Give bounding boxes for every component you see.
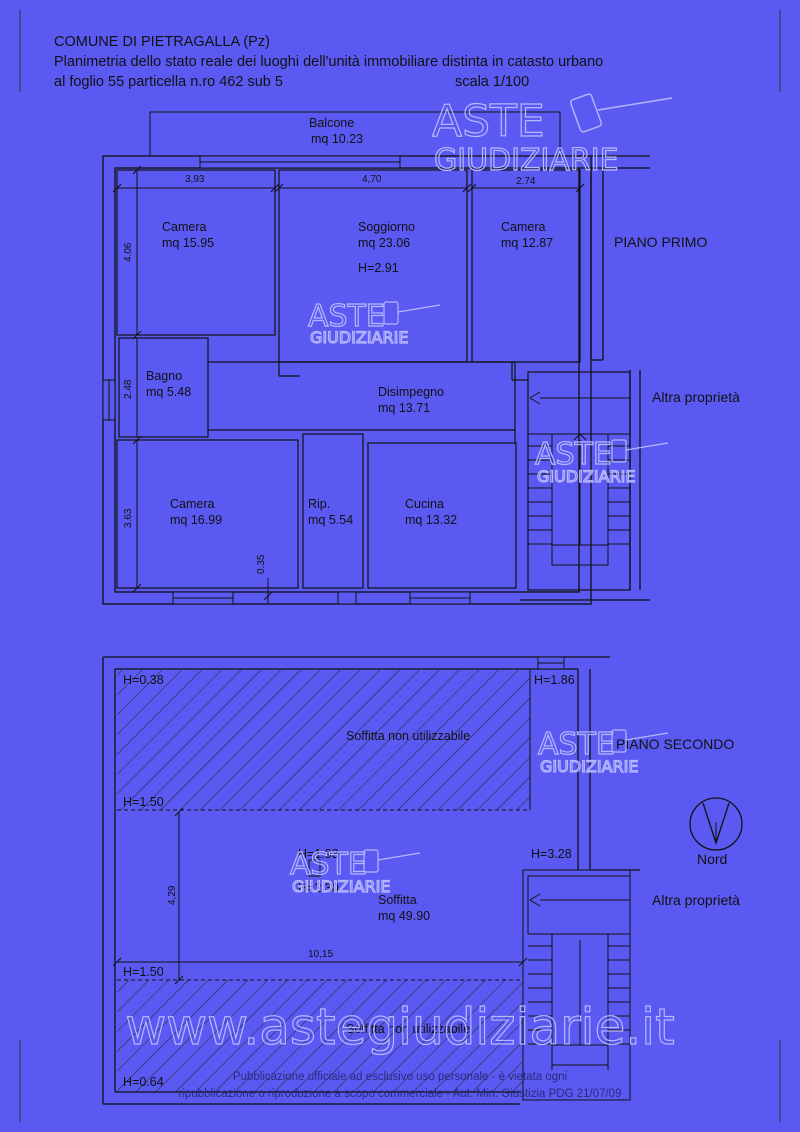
gavel-icon bbox=[611, 439, 669, 463]
room-camera-nw-area: mq 15.95 bbox=[162, 236, 214, 250]
dimension-lines bbox=[112, 165, 585, 604]
watermark-url: www.astegiudiziarie.it bbox=[125, 998, 674, 1056]
window-openings bbox=[102, 155, 471, 605]
floor-title-second: PIANO SECONDO bbox=[616, 736, 734, 752]
height-230: H=2.30 bbox=[298, 881, 339, 895]
second-floor-outer-walls bbox=[102, 656, 640, 1105]
balcony-outline bbox=[149, 111, 561, 156]
gavel-icon bbox=[363, 849, 421, 873]
room-disimpegno-name: Disimpegno bbox=[378, 385, 444, 399]
first-floor-labels: Balcone mq 10.23 Camera mq 15.95 Soggior… bbox=[146, 116, 553, 527]
header-scale: scala 1/100 bbox=[455, 74, 530, 90]
room-camera-ne-area: mq 12.87 bbox=[501, 236, 553, 250]
crop-marks bbox=[19, 10, 781, 1122]
north-label: Nord bbox=[697, 851, 727, 867]
height-150-bottom: H=1.50 bbox=[123, 965, 164, 979]
header-cadastral-ref: al foglio 55 particella n.ro 462 sub 5 bbox=[54, 74, 283, 90]
floor-title-first: PIANO PRIMO bbox=[614, 234, 707, 250]
room-disimpegno-area: mq 13.71 bbox=[378, 401, 430, 415]
attic-unusable-zone-top bbox=[117, 670, 530, 810]
room-cucina-area: mq 13.32 bbox=[405, 513, 457, 527]
room-camera-sw-name: Camera bbox=[170, 497, 215, 511]
dim-393: 3,93 bbox=[185, 174, 205, 185]
room-soggiorno-height: H=2.91 bbox=[358, 261, 399, 275]
staircase-second-floor bbox=[522, 869, 631, 1101]
height-064: H=0.64 bbox=[123, 1075, 164, 1089]
room-ripostiglio-name: Rip. bbox=[308, 497, 330, 511]
height-038: H=0.38 bbox=[123, 673, 164, 687]
north-arrow-icon bbox=[689, 797, 743, 851]
watermark-logo: ASTE GIUDIZIARIE bbox=[289, 846, 421, 897]
room-bagno-area: mq 5.48 bbox=[146, 385, 191, 399]
watermark-brand-bottom: GIUDIZIARIE bbox=[434, 143, 619, 178]
svg-text:ASTE: ASTE bbox=[535, 437, 612, 472]
watermark-logo: ASTE GIUDIZIARIE bbox=[534, 436, 669, 487]
gavel-icon bbox=[611, 729, 669, 753]
first-floor-plan: Balcone mq 10.23 Camera mq 15.95 Soggior… bbox=[102, 111, 740, 605]
svg-text:GIUDIZIARIE: GIUDIZIARIE bbox=[292, 877, 390, 896]
second-floor-dimensions: 4,29 10,15 bbox=[167, 885, 333, 960]
dim-274: 2.74 bbox=[516, 176, 536, 187]
height-186: H=1.86 bbox=[534, 673, 575, 687]
svg-text:ASTE: ASTE bbox=[538, 727, 615, 762]
second-floor-plan: H=0.38 H=1.86 Soffitta non utilizzabile … bbox=[102, 656, 743, 1105]
svg-text:ASTE: ASTE bbox=[308, 299, 385, 334]
header-municipality: COMUNE DI PIETRAGALLA (Pz) bbox=[54, 34, 270, 50]
other-property-label-first: Altra proprietà bbox=[652, 389, 740, 405]
footer-notice-line1: Pubblicazione ufficiale ad esclusivo uso… bbox=[232, 1071, 568, 1083]
second-floor-interior bbox=[112, 656, 565, 985]
watermark-brand-top: ASTE bbox=[432, 96, 545, 147]
attic-unusable-bottom: Soffitta non utilizzabile bbox=[346, 1022, 470, 1036]
first-floor-dimensions: 3,93 4,70 2.74 4.06 2.48 3.63 0.35 bbox=[123, 174, 536, 574]
balcony-name: Balcone bbox=[309, 116, 354, 130]
dim-406: 4.06 bbox=[123, 242, 134, 262]
watermark-logo: ASTE GIUDIZIARIE bbox=[537, 726, 669, 777]
attic-area: mq 49.90 bbox=[378, 909, 430, 923]
room-camera-nw-name: Camera bbox=[162, 220, 207, 234]
dim-035: 0.35 bbox=[256, 554, 267, 574]
dim-470: 4,70 bbox=[362, 174, 382, 185]
room-ripostiglio-area: mq 5.54 bbox=[308, 513, 353, 527]
header-description: Planimetria dello stato reale dei luoghi… bbox=[54, 54, 604, 70]
dim-248: 2.48 bbox=[123, 379, 134, 399]
other-property-label-second: Altra proprietà bbox=[652, 892, 740, 908]
second-floor-labels: H=0.38 H=1.86 Soffitta non utilizzabile … bbox=[123, 673, 575, 1089]
room-cucina-name: Cucina bbox=[405, 497, 444, 511]
room-camera-ne-name: Camera bbox=[501, 220, 546, 234]
height-328: H=3.28 bbox=[531, 847, 572, 861]
dim-429: 4,29 bbox=[167, 885, 178, 905]
attic-name: Soffitta bbox=[378, 893, 417, 907]
watermark-logo: ASTE GIUDIZIARIE bbox=[307, 298, 441, 348]
room-soggiorno-name: Soggiorno bbox=[358, 220, 415, 234]
dim-1015: 10,15 bbox=[308, 949, 333, 960]
gavel-icon bbox=[569, 93, 673, 133]
attic-unusable-zone-bottom bbox=[117, 980, 523, 1092]
dim-363: 3.63 bbox=[123, 508, 134, 528]
room-bagno-name: Bagno bbox=[146, 369, 182, 383]
svg-text:GIUDIZIARIE: GIUDIZIARIE bbox=[310, 328, 408, 347]
watermark-logo: ASTE GIUDIZIARIE bbox=[431, 93, 673, 179]
svg-text:GIUDIZIARIE: GIUDIZIARIE bbox=[540, 757, 638, 776]
gavel-icon bbox=[383, 301, 441, 325]
svg-text:ASTE: ASTE bbox=[290, 847, 367, 882]
balcony-area: mq 10.23 bbox=[311, 132, 363, 146]
height-150-top: H=1.50 bbox=[123, 795, 164, 809]
height-193: H=1.93 bbox=[298, 847, 339, 861]
room-camera-sw-area: mq 16.99 bbox=[170, 513, 222, 527]
interior-walls bbox=[116, 169, 631, 591]
svg-text:GIUDIZIARIE: GIUDIZIARIE bbox=[537, 467, 635, 486]
attic-unusable-top: Soffitta non utilizzabile bbox=[346, 729, 470, 743]
footer-notice-line2: ripubblicazione o riproduzione a scopo c… bbox=[178, 1088, 622, 1100]
staircase-first-floor bbox=[527, 371, 631, 566]
room-soggiorno-area: mq 23.06 bbox=[358, 236, 410, 250]
watermark-logos: ASTE GIUDIZIARIE ASTE GIUDIZIARIE ASTE G… bbox=[125, 93, 675, 1057]
